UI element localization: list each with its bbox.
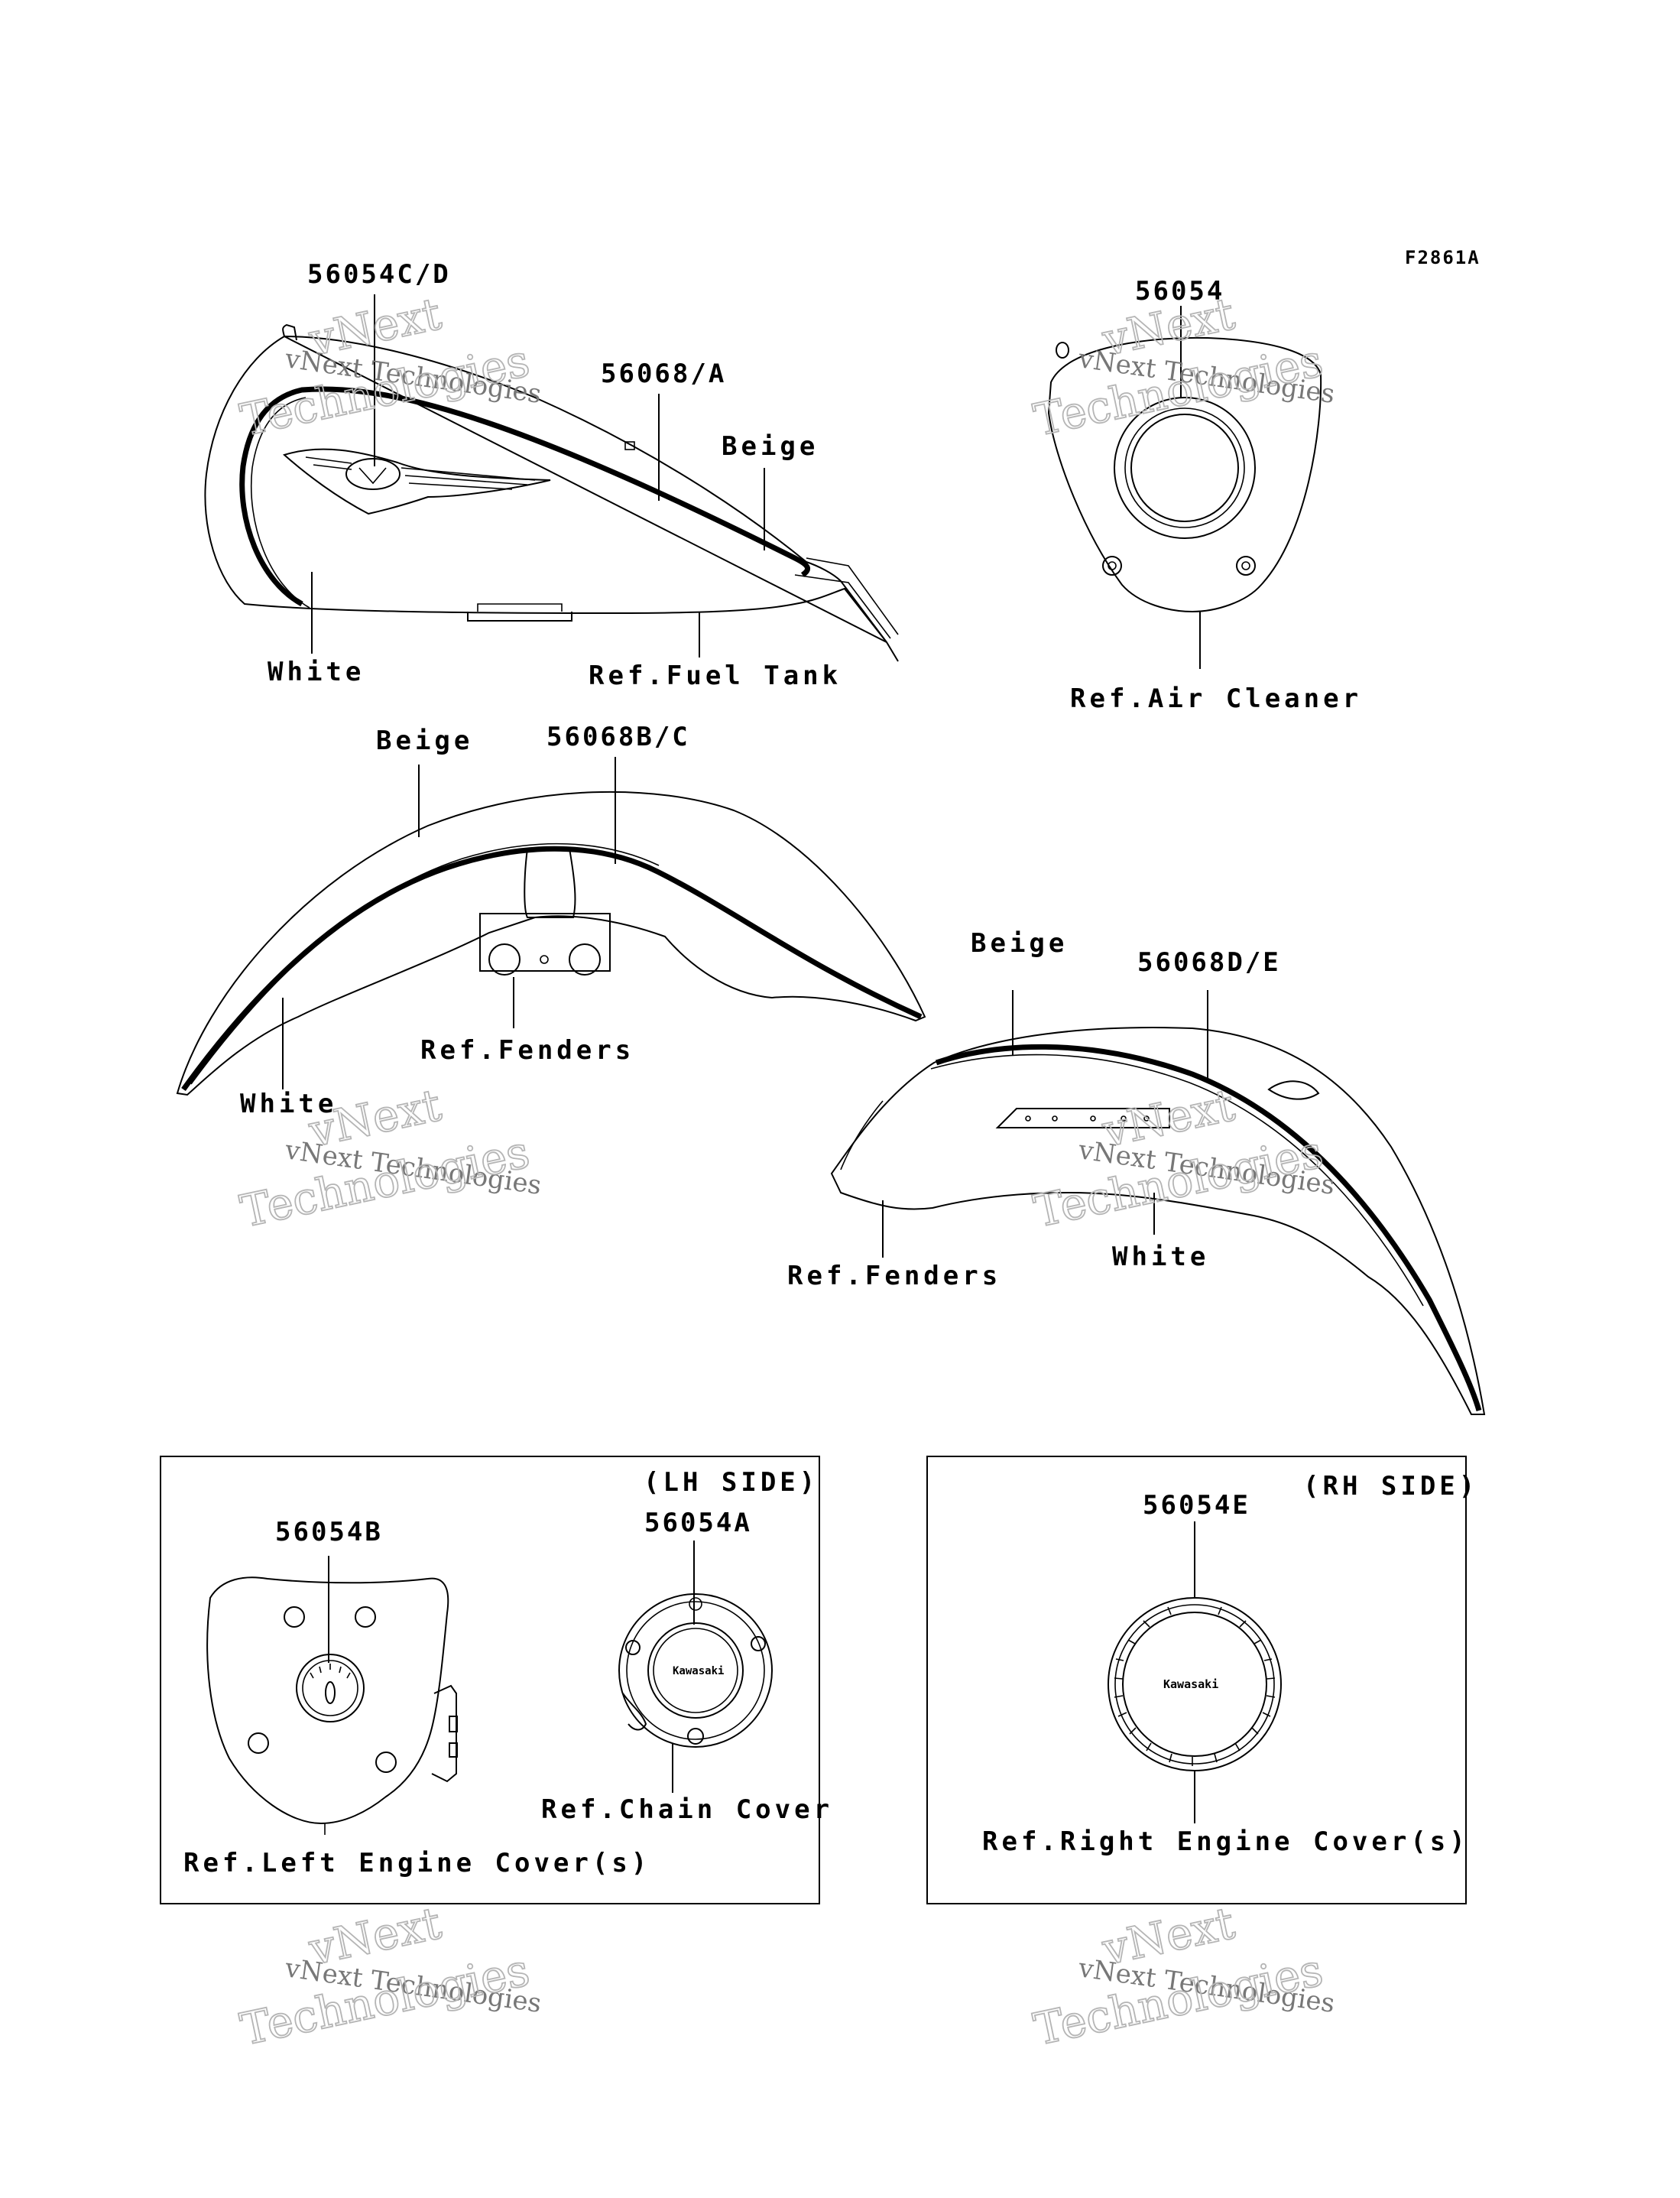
label-front-fender-white: White (240, 1089, 337, 1119)
figure-code: F2861A (1405, 247, 1481, 268)
fuel-tank-drawing (204, 323, 899, 662)
label-ref-air-cleaner: Ref.Air Cleaner (1070, 683, 1362, 714)
right-engine-cover-drawing: Kawasaki (1108, 1597, 1282, 1771)
label-ref-right-engine-cover: Ref.Right Engine Cover(s) (982, 1826, 1469, 1857)
rh-side-box (926, 1456, 1467, 1904)
label-front-fender-ref: Ref.Fenders (420, 1035, 634, 1066)
label-ref-left-engine-cover: Ref.Left Engine Cover(s) (183, 1848, 650, 1878)
watermark-6: vNext vNext Technologies Technologies (1029, 1896, 1337, 2056)
watermark-1: vNext vNext Technologies Technologies (235, 287, 543, 446)
label-right-engine-cover-part: 56054E (1143, 1490, 1250, 1521)
label-rear-fender-part: 56068D/E (1137, 947, 1281, 978)
label-left-engine-cover-part: 56054B (275, 1517, 383, 1547)
label-air-cleaner-part: 56054 (1135, 276, 1224, 307)
label-front-fender-part: 56068B/C (546, 722, 690, 752)
watermark-5: vNext vNext Technologies Technologies (235, 1896, 543, 2056)
chain-cover-drawing: Kawasaki (618, 1593, 773, 1748)
lh-side-box (160, 1456, 820, 1904)
label-fuel-tank-white: White (268, 657, 365, 687)
lh-side-title: (LH SIDE) (644, 1467, 819, 1498)
rear-fender-drawing (830, 1027, 1486, 1415)
air-cleaner-drawing (1047, 336, 1322, 613)
front-fender-drawing (176, 791, 926, 1096)
label-front-fender-beige: Beige (376, 726, 473, 756)
label-fuel-tank-emblem-part: 56054C/D (307, 259, 451, 290)
label-rear-fender-beige: Beige (971, 928, 1068, 959)
watermark-2: vNext vNext Technologies Technologies (1029, 287, 1337, 446)
label-fuel-tank-beige: Beige (722, 431, 819, 462)
rh-side-title: (RH SIDE) (1303, 1471, 1478, 1502)
label-chain-cover-part: 56054A (644, 1508, 752, 1538)
watermark-4: vNext vNext Technologies Technologies (1029, 1078, 1337, 1238)
label-rear-fender-white: White (1112, 1242, 1209, 1272)
left-engine-cover-drawing (206, 1576, 458, 1835)
label-ref-chain-cover: Ref.Chain Cover (541, 1794, 833, 1825)
chain-cover-badge: Kawasaki (673, 1665, 724, 1677)
label-fuel-tank-stripe-part: 56068/A (601, 359, 726, 389)
label-rear-fender-ref: Ref.Fenders (787, 1261, 1001, 1291)
right-cover-badge: Kawasaki (1163, 1677, 1218, 1691)
label-ref-fuel-tank: Ref.Fuel Tank (589, 661, 842, 691)
